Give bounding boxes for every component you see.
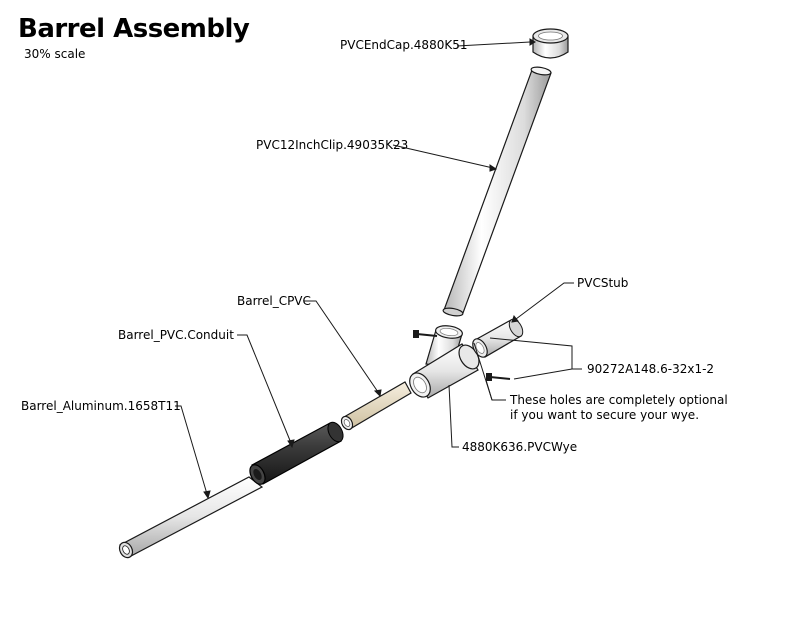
label-clip: PVC12InchClip.49035K23 — [256, 138, 408, 152]
screw-bottom — [486, 373, 511, 381]
label-note-line-1: These holes are completely optional — [509, 393, 728, 407]
label-end-cap: PVCEndCap.4880K51 — [340, 38, 467, 52]
leader-lines — [175, 38, 582, 500]
label-wye: 4880K636.PVCWye — [462, 440, 577, 454]
label-conduit: Barrel_PVC.Conduit — [118, 328, 234, 342]
label-screw: 90272A148.6-32x1-2 — [587, 362, 714, 376]
label-aluminum: Barrel_Aluminum.1658T11 — [21, 399, 181, 413]
cpvc-tube — [340, 381, 412, 431]
screw-top — [413, 330, 438, 338]
pvc-conduit — [249, 421, 344, 485]
label-note-line-2: if you want to secure your wye. — [510, 408, 699, 422]
pvc-wye — [409, 325, 480, 399]
pvc-end-cap — [532, 28, 569, 59]
scale-note: 30% scale — [24, 47, 86, 61]
page-title: Barrel Assembly — [18, 14, 250, 44]
label-cpvc: Barrel_CPVC — [237, 294, 311, 308]
pvc-clip-tube — [442, 66, 552, 317]
label-stub: PVCStub — [577, 276, 628, 290]
aluminum-barrel — [118, 476, 264, 559]
